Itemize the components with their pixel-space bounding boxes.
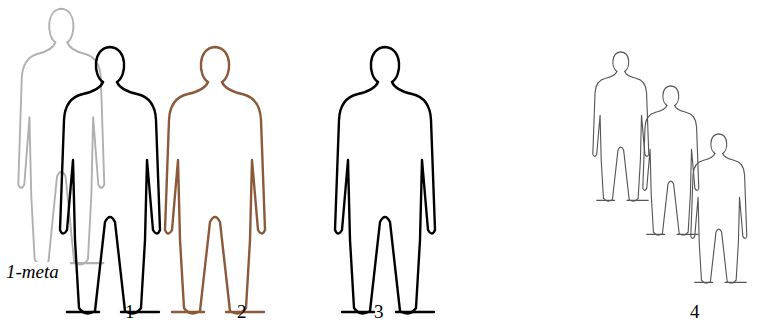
callout-number: 1	[125, 302, 135, 321]
callout-number: 3	[374, 302, 384, 321]
callout-number: 4	[690, 302, 700, 321]
figure-label: 1-meta	[5, 262, 60, 281]
callout-number: 2	[237, 302, 247, 321]
